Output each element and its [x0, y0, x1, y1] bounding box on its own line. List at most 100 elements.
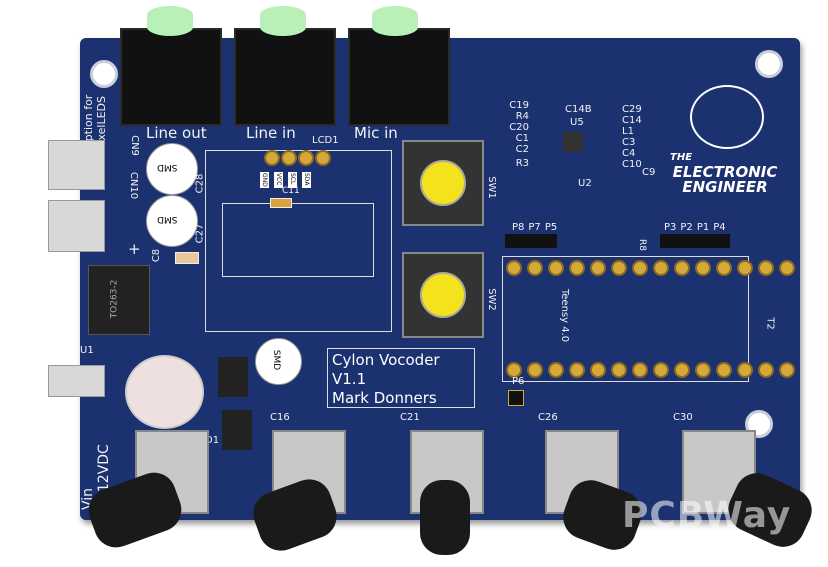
label-d1: D1 — [205, 435, 220, 446]
button-cap — [420, 160, 466, 206]
label-line-out: Line out — [146, 124, 207, 142]
label-sw2: SW2 — [485, 288, 497, 311]
cap-marking: SMD — [271, 349, 282, 371]
mounting-hole — [90, 60, 118, 88]
capacitor-c11 — [270, 198, 292, 208]
label-c14: C14 — [622, 115, 642, 126]
label-c11: C11 — [282, 186, 300, 196]
label-p1: P1 — [696, 222, 710, 233]
pin — [506, 260, 522, 276]
diode-d1 — [222, 410, 252, 450]
label-c21: C21 — [400, 412, 420, 423]
label-c9: C9 — [642, 167, 656, 178]
pin — [569, 260, 585, 276]
label-r3: R3 — [515, 158, 529, 169]
label-c4: C4 — [622, 148, 636, 159]
project-version: V1.1 — [332, 370, 367, 388]
label-c14b: C14B — [565, 104, 592, 115]
pin — [674, 362, 690, 378]
label-p5: P5 — [544, 222, 558, 233]
pin — [590, 260, 606, 276]
label-cn10: CN10 — [128, 171, 140, 200]
pin — [779, 362, 795, 378]
label-c19: C19 — [509, 100, 529, 111]
pin — [632, 362, 648, 378]
header-p3-p4 — [660, 234, 730, 248]
label-p4: P4 — [713, 222, 726, 233]
pin — [674, 260, 690, 276]
pin — [653, 260, 669, 276]
parts-left-column: C19 R4 C20 C1 C2 R3 — [505, 100, 529, 169]
label-c26: C26 — [538, 412, 558, 423]
logo-line: ELECTRONIC — [672, 163, 778, 181]
label-p8: P8 — [512, 222, 525, 233]
diode — [218, 357, 248, 397]
pin — [653, 362, 669, 378]
jack-plug — [372, 6, 418, 36]
pin-sda: SDA — [302, 172, 311, 188]
label-plus: + — [128, 240, 141, 258]
chip-u5 — [563, 132, 583, 152]
lcd-pin — [281, 150, 297, 166]
pin — [611, 260, 627, 276]
label-sw1: SW1 — [485, 176, 497, 199]
label-lcd1: LCD1 — [312, 135, 339, 146]
label-u1: U1 — [80, 345, 94, 356]
pin-vcc: VCC — [274, 172, 283, 188]
label-p2: P2 — [680, 222, 693, 233]
label-p3: P3 — [664, 222, 677, 233]
pin — [737, 260, 753, 276]
pin — [716, 362, 732, 378]
label-p7: P7 — [528, 222, 541, 233]
pin — [527, 362, 543, 378]
logo-line: ENGINEER — [682, 178, 768, 196]
capacitor-c28: SMD — [146, 143, 198, 195]
capacitor-c27: SMD — [146, 195, 198, 247]
switch-sw2[interactable] — [402, 252, 484, 338]
teensy-pin-row — [506, 362, 795, 378]
label-c27: C27 — [194, 223, 206, 244]
pin — [737, 362, 753, 378]
pcbway-watermark: PCBWay — [622, 495, 792, 536]
lcd-pin — [264, 150, 280, 166]
label-p6: P6 — [512, 376, 525, 387]
author: Mark Donners — [332, 389, 437, 407]
label-c10: C10 — [622, 159, 642, 170]
label-cn9: CN9 — [128, 135, 140, 156]
teensy-pin-row — [506, 260, 795, 276]
lcd-pin — [315, 150, 331, 166]
label-c1: C1 — [515, 133, 529, 144]
label-teensy: Teensy 4.0 — [559, 288, 571, 343]
switch-sw1[interactable] — [402, 140, 484, 226]
pot-knob[interactable] — [420, 480, 470, 555]
pin — [548, 362, 564, 378]
project-name: Cylon Vocoder — [332, 351, 440, 369]
capacitor: SMD — [255, 338, 302, 385]
jack-line-out — [120, 28, 222, 126]
pin — [590, 362, 606, 378]
parts-right-column: C29 C14 L1 C3 C4 C10 — [622, 104, 642, 170]
connector-cn10 — [48, 200, 105, 252]
teensy-outline — [502, 256, 749, 382]
title-block: Cylon Vocoder V1.1 Mark Donners — [327, 348, 475, 408]
header-p6 — [508, 390, 524, 406]
cap-marking: SMD — [157, 214, 178, 224]
connector-cn9 — [48, 140, 105, 190]
label-c30: C30 — [673, 412, 693, 423]
label-c29: C29 — [622, 104, 642, 115]
label-l1: L1 — [622, 126, 634, 137]
logo-line: THE — [670, 152, 693, 163]
lcd-pin — [298, 150, 314, 166]
pin — [611, 362, 627, 378]
pin — [506, 362, 522, 378]
jack-line-in — [234, 28, 336, 126]
lcd-outline — [205, 150, 392, 332]
jack-plug — [147, 6, 193, 36]
pin — [695, 362, 711, 378]
button-cap — [420, 272, 466, 318]
pin — [758, 362, 774, 378]
jack-mic-in — [348, 28, 450, 126]
regulator: TO263-2 — [88, 265, 150, 335]
